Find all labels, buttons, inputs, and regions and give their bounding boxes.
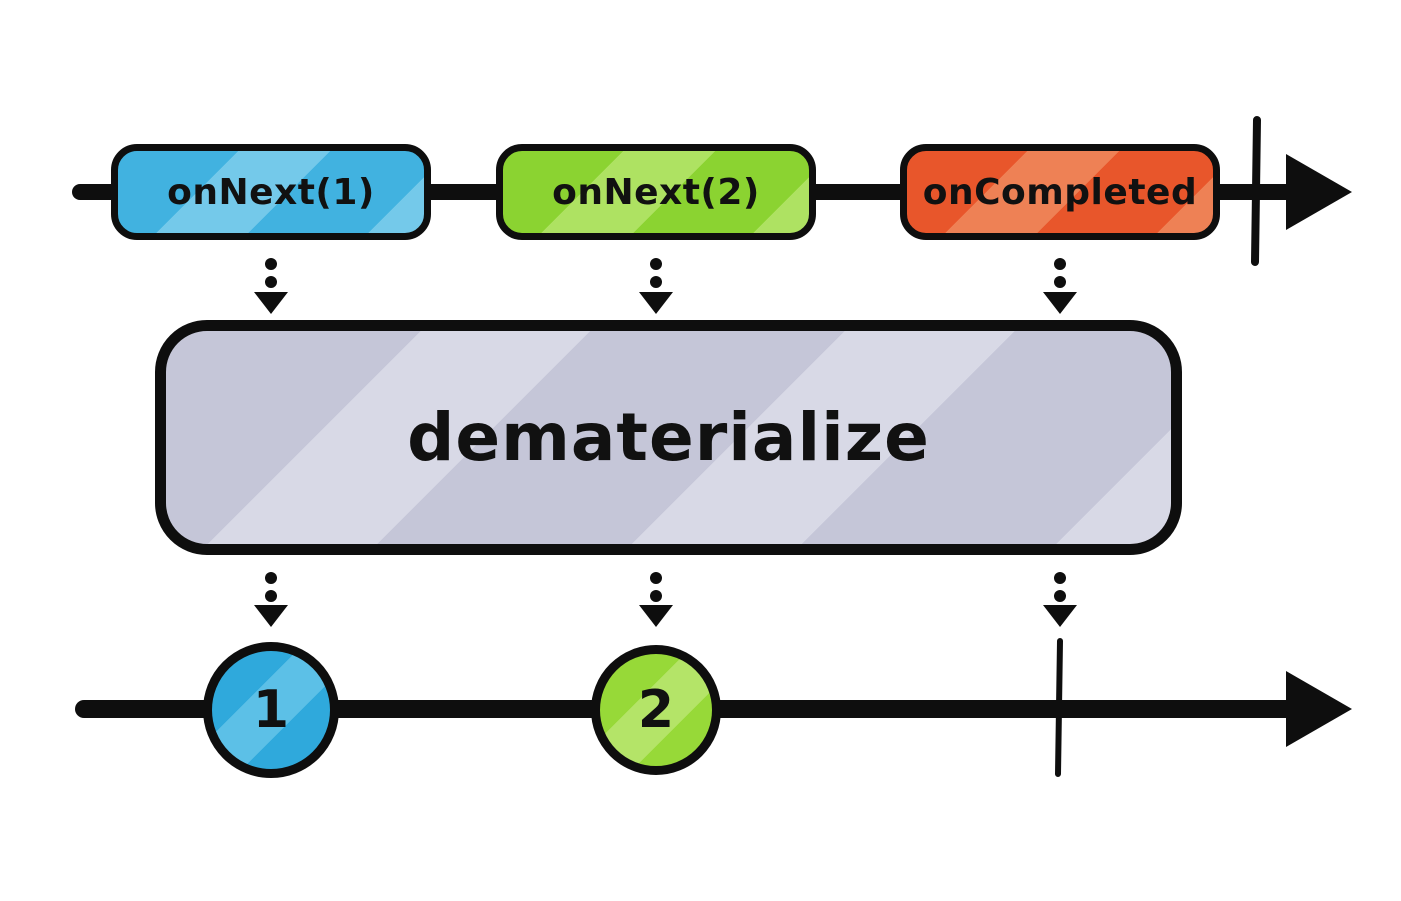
source-completion-tick	[1251, 116, 1261, 266]
arrowhead-icon	[1043, 605, 1077, 627]
result-completion-tick	[1055, 638, 1063, 777]
arrow-dot	[1054, 590, 1066, 602]
event-box-onnext-2: onNext(2)	[496, 144, 816, 240]
dashed-down-arrow-icon	[254, 258, 288, 314]
arrow-dot	[265, 590, 277, 602]
arrowhead-icon	[1043, 292, 1077, 314]
arrowhead-icon	[639, 605, 673, 627]
arrow-dot	[265, 276, 277, 288]
arrow-dot	[265, 572, 277, 584]
arrowhead-icon	[254, 605, 288, 627]
arrow-dot	[1054, 572, 1066, 584]
arrow-dot	[650, 590, 662, 602]
arrow-dot	[1054, 276, 1066, 288]
dashed-down-arrow-icon	[1043, 572, 1077, 627]
dashed-down-arrow-icon	[1043, 258, 1077, 314]
marble-1-label: 1	[252, 680, 290, 740]
marble-1: 1	[203, 642, 339, 778]
marble-2-label: 2	[637, 680, 675, 740]
event-box-oncompleted: onCompleted	[900, 144, 1220, 240]
result-timeline-arrowhead-icon	[1286, 671, 1352, 747]
event-box-onnext-2-label: onNext(2)	[552, 171, 760, 213]
dashed-down-arrow-icon	[639, 572, 673, 627]
source-timeline-arrowhead-icon	[1286, 154, 1352, 230]
arrow-dot	[650, 276, 662, 288]
arrow-dot	[1054, 258, 1066, 270]
arrowhead-icon	[639, 292, 673, 314]
operator-box: dematerialize	[155, 320, 1182, 555]
operator-label: dematerialize	[407, 399, 930, 476]
marble-2: 2	[591, 645, 721, 775]
dashed-down-arrow-icon	[639, 258, 673, 314]
event-box-oncompleted-label: onCompleted	[922, 171, 1198, 213]
arrowhead-icon	[254, 292, 288, 314]
event-box-onnext-1: onNext(1)	[111, 144, 431, 240]
arrow-dot	[650, 572, 662, 584]
event-box-onnext-1-label: onNext(1)	[167, 171, 375, 213]
dashed-down-arrow-icon	[254, 572, 288, 627]
arrow-dot	[265, 258, 277, 270]
arrow-dot	[650, 258, 662, 270]
